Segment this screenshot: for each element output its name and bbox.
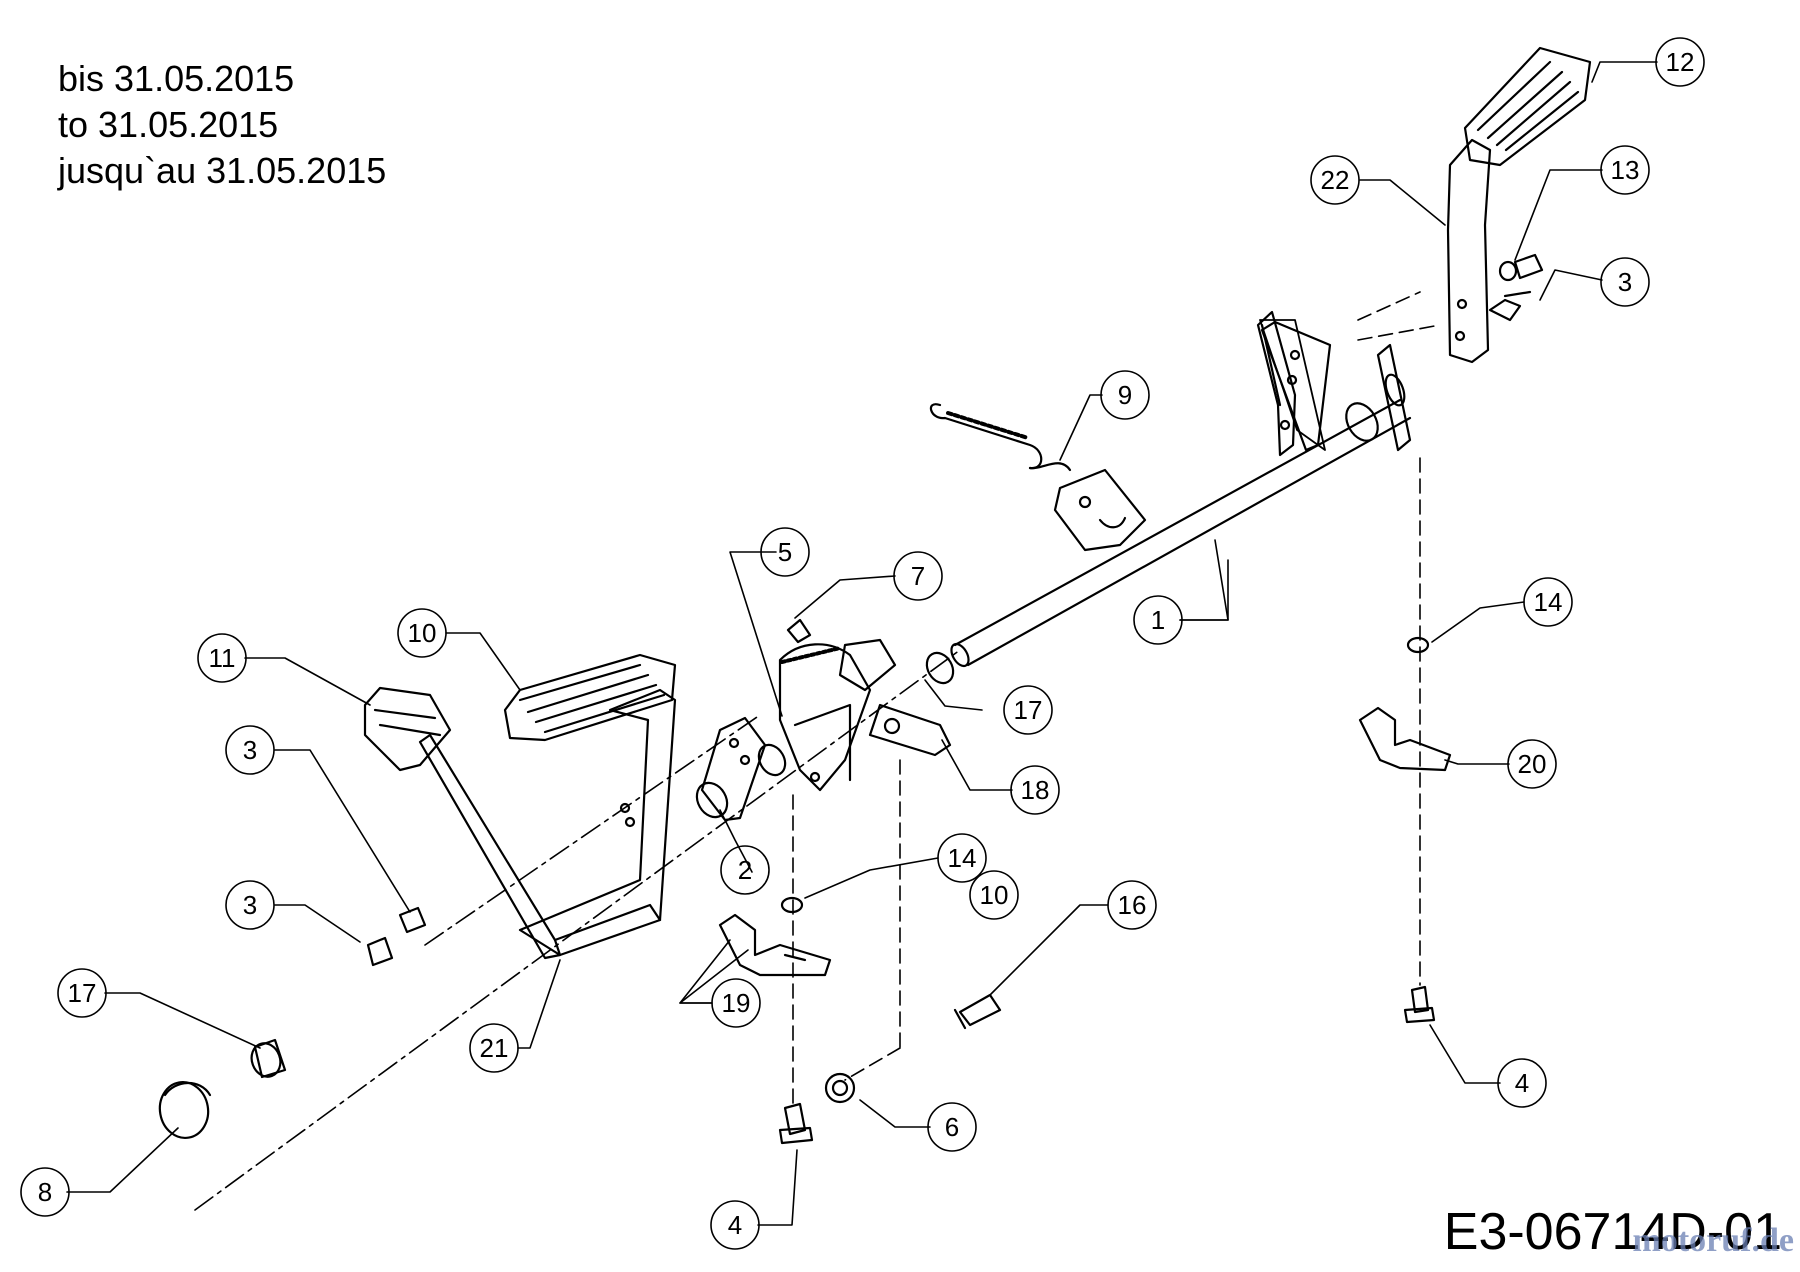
callout-label: 11 (209, 643, 236, 673)
callout-label: 20 (1518, 749, 1547, 779)
callout-label: 22 (1321, 165, 1350, 195)
clamp-right (1358, 706, 1452, 772)
callout-label: 10 (408, 618, 437, 648)
callout-label: 17 (68, 978, 97, 1008)
center-axis-line (194, 649, 961, 1211)
callout-label: 12 (1666, 47, 1695, 77)
callout-label: 4 (728, 1210, 742, 1240)
bolt-16 (953, 993, 1002, 1030)
clamp-left (718, 913, 832, 977)
callout-label: 14 (948, 843, 977, 873)
right-pedal-bolts (1488, 253, 1544, 322)
callout-label: 4 (1515, 1068, 1529, 1098)
left-bushing (250, 1038, 287, 1079)
callout-label: 6 (945, 1112, 959, 1142)
left-pedal-arm (418, 688, 677, 960)
callout-label: 2 (738, 855, 752, 885)
callout-label: 18 (1021, 775, 1050, 805)
right-pedal-arm (1446, 138, 1492, 364)
validity-note-fr: jusqu`au 31.05.2015 (58, 150, 387, 191)
validity-note-en: to 31.05.2015 (58, 104, 279, 145)
validity-note-de: bis 31.05.2015 (58, 58, 295, 99)
left-pedal-pad-large (503, 653, 677, 742)
main-shaft (950, 398, 1412, 668)
callout-label: 3 (243, 890, 257, 920)
washer-right (1406, 636, 1430, 654)
callout-label: 17 (1014, 695, 1043, 725)
end-cap (158, 1081, 212, 1139)
watermark-logo: motoruf.de (1632, 1222, 1794, 1259)
callout-label: 9 (1118, 380, 1132, 410)
flange-nut (824, 1072, 856, 1104)
callout-label: 10 (980, 880, 1009, 910)
bolt-right (1403, 985, 1436, 1024)
ratchet-assembly (778, 618, 955, 792)
callout-label: 3 (243, 735, 257, 765)
drawing-code: E3-06714D-01 (1443, 1203, 1782, 1261)
hub-bushing (695, 716, 787, 822)
callout-label: 8 (38, 1177, 52, 1207)
callout-label: 1 (1151, 605, 1165, 635)
return-spring (929, 403, 1072, 472)
callout-labels: 12 22 13 3 9 1 5 7 14 20 17 11 10 18 2 3… (38, 47, 1695, 1240)
right-shaft-bracket (1345, 343, 1412, 452)
left-pedal-bolts (366, 906, 427, 967)
shaft-plate (1260, 320, 1332, 452)
washer-mid (780, 896, 804, 914)
callout-label: 16 (1118, 890, 1147, 920)
callout-label: 3 (1618, 267, 1632, 297)
right-pedal-pad (1463, 46, 1592, 167)
cam-plate (1053, 468, 1147, 552)
assembly-guide-lines (792, 291, 1441, 1106)
left-pedal-pad-small (363, 686, 452, 772)
bolt-mid (778, 1102, 814, 1145)
callout-label: 19 (722, 988, 751, 1018)
callout-circles (20, 37, 1705, 1250)
pedal-axis-line (424, 714, 761, 946)
callout-label: 14 (1534, 587, 1563, 617)
callout-label: 5 (778, 537, 792, 567)
callout-label: 7 (911, 561, 925, 591)
callout-label: 13 (1611, 155, 1640, 185)
callout-label: 21 (480, 1033, 509, 1063)
